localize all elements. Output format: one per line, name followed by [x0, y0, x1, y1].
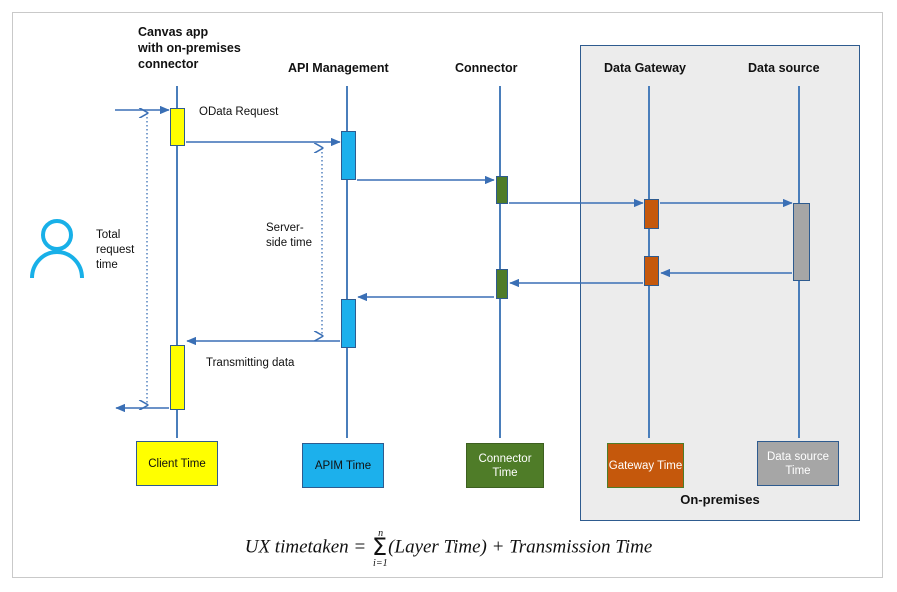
- activation-gateway-request: [644, 199, 659, 229]
- activation-client-request: [170, 108, 185, 146]
- activation-apim-request: [341, 131, 356, 180]
- formula-equals: =: [353, 536, 367, 558]
- legend-apim-time: APIM Time: [302, 443, 384, 488]
- legend-connector-time: Connector Time: [466, 443, 544, 488]
- formula: UX timetaken = n Σ i=1 (Layer Time) + Tr…: [0, 528, 897, 569]
- formula-plus: +: [491, 536, 505, 558]
- formula-sigma-upper: n: [378, 528, 384, 539]
- diagram-frame: [12, 12, 883, 578]
- lifeline-client: [176, 86, 178, 438]
- legend-datasource-time: Data source Time: [757, 441, 839, 486]
- formula-sigma-lower: i=1: [373, 558, 388, 569]
- lifeline-apim: [346, 86, 348, 438]
- column-header-apim: API Management: [288, 61, 389, 75]
- annotation-transmitting-data: Transmitting data: [206, 357, 295, 369]
- column-header-gateway: Data Gateway: [604, 61, 686, 75]
- annotation-server-side-time: Server- side time: [266, 222, 313, 249]
- formula-sigma: n Σ i=1: [372, 528, 388, 569]
- column-header-client: Canvas app with on-premises connector: [138, 25, 241, 71]
- sigma-glyph: Σ: [372, 533, 388, 561]
- activation-datasource: [793, 203, 810, 281]
- activation-apim-response: [341, 299, 356, 348]
- legend-client-time: Client Time: [136, 441, 218, 486]
- column-header-connector: Connector: [455, 61, 518, 75]
- on-premises-label: On-premises: [680, 492, 760, 507]
- activation-connector-request: [496, 176, 508, 204]
- user-actor-icon: [30, 219, 84, 279]
- lifeline-connector: [499, 86, 501, 438]
- column-header-datasource: Data source: [748, 61, 820, 75]
- annotation-odata-request: OData Request: [199, 106, 279, 118]
- legend-gateway-time: Gateway Time: [607, 443, 684, 488]
- activation-connector-response: [496, 269, 508, 299]
- formula-term2: Transmission Time: [509, 536, 653, 558]
- formula-term1: (Layer Time): [388, 536, 487, 558]
- activation-gateway-response: [644, 256, 659, 286]
- activation-client-response: [170, 345, 185, 410]
- formula-lhs: UX timetaken: [244, 536, 349, 558]
- annotation-total-request-time: Total request time: [96, 229, 135, 271]
